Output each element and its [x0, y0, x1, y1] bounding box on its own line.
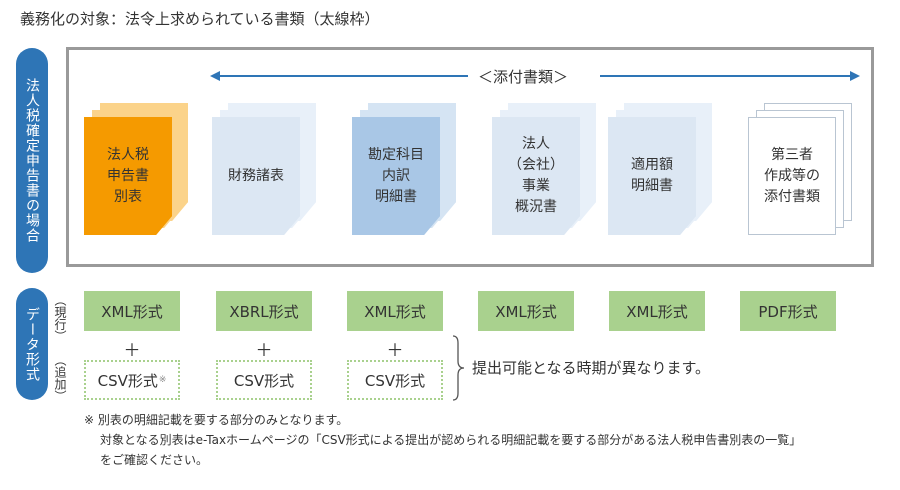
format-box-3: XML形式: [347, 291, 443, 331]
csv-box-3: CSV形式: [347, 360, 443, 400]
csv-box-1: CSV形式※: [84, 360, 180, 400]
csv-box-2: CSV形式: [216, 360, 312, 400]
plus-sign-1: ＋: [123, 341, 141, 361]
document-label-4: 法人 （会社） 事業 概況書: [492, 117, 580, 235]
side-label-return: 法人税確定申告書の場合: [16, 48, 48, 273]
curly-brace-icon: [452, 335, 465, 401]
csv-box-1-label: CSV形式: [97, 371, 158, 390]
format-box-4: XML形式: [478, 291, 574, 331]
row-label-current: ︵現行︶: [53, 294, 67, 342]
attachment-label: ＜添付書類＞: [478, 68, 569, 86]
document-label-2: 財務諸表: [212, 117, 300, 235]
format-box-2: XBRL形式: [216, 291, 312, 331]
double-arrow-icon: [210, 71, 860, 81]
document-label-5: 適用額 明細書: [608, 117, 696, 235]
footnote-line-2: 対象となる別表はe-Taxホームページの「CSV形式による提出が認められる明細記…: [100, 433, 802, 447]
format-box-5: XML形式: [609, 291, 705, 331]
row-label-added: ︵追加︶: [53, 354, 67, 402]
side-label-return-text: 法人税確定申告書の場合: [24, 78, 40, 243]
footnote-line-3: をご確認ください。: [100, 453, 209, 467]
format-box-1: XML形式: [84, 291, 180, 331]
mandatory-documents-frame: [66, 47, 874, 267]
side-label-format-text: データ形式: [24, 306, 40, 382]
format-box-6: PDF形式: [740, 291, 836, 331]
document-label-1: 法人税 申告書 別表: [84, 117, 172, 235]
document-label-6: 第三者 作成等の 添付書類: [748, 117, 836, 235]
plus-sign-3: ＋: [386, 341, 404, 361]
footnote-line-1: ※ 別表の明細記載を要する部分のみとなります。: [84, 413, 349, 427]
side-label-format: データ形式: [16, 288, 48, 400]
timing-note: 提出可能となる時期が異なります。: [472, 359, 711, 377]
attachment-range-arrow: [210, 69, 860, 83]
csv-note-mark: ※: [158, 375, 167, 385]
document-label-3: 勘定科目 内訳 明細書: [352, 117, 440, 235]
page-title: 義務化の対象：法令上求められている書類（太線枠）: [20, 10, 380, 28]
plus-sign-2: ＋: [255, 341, 273, 361]
